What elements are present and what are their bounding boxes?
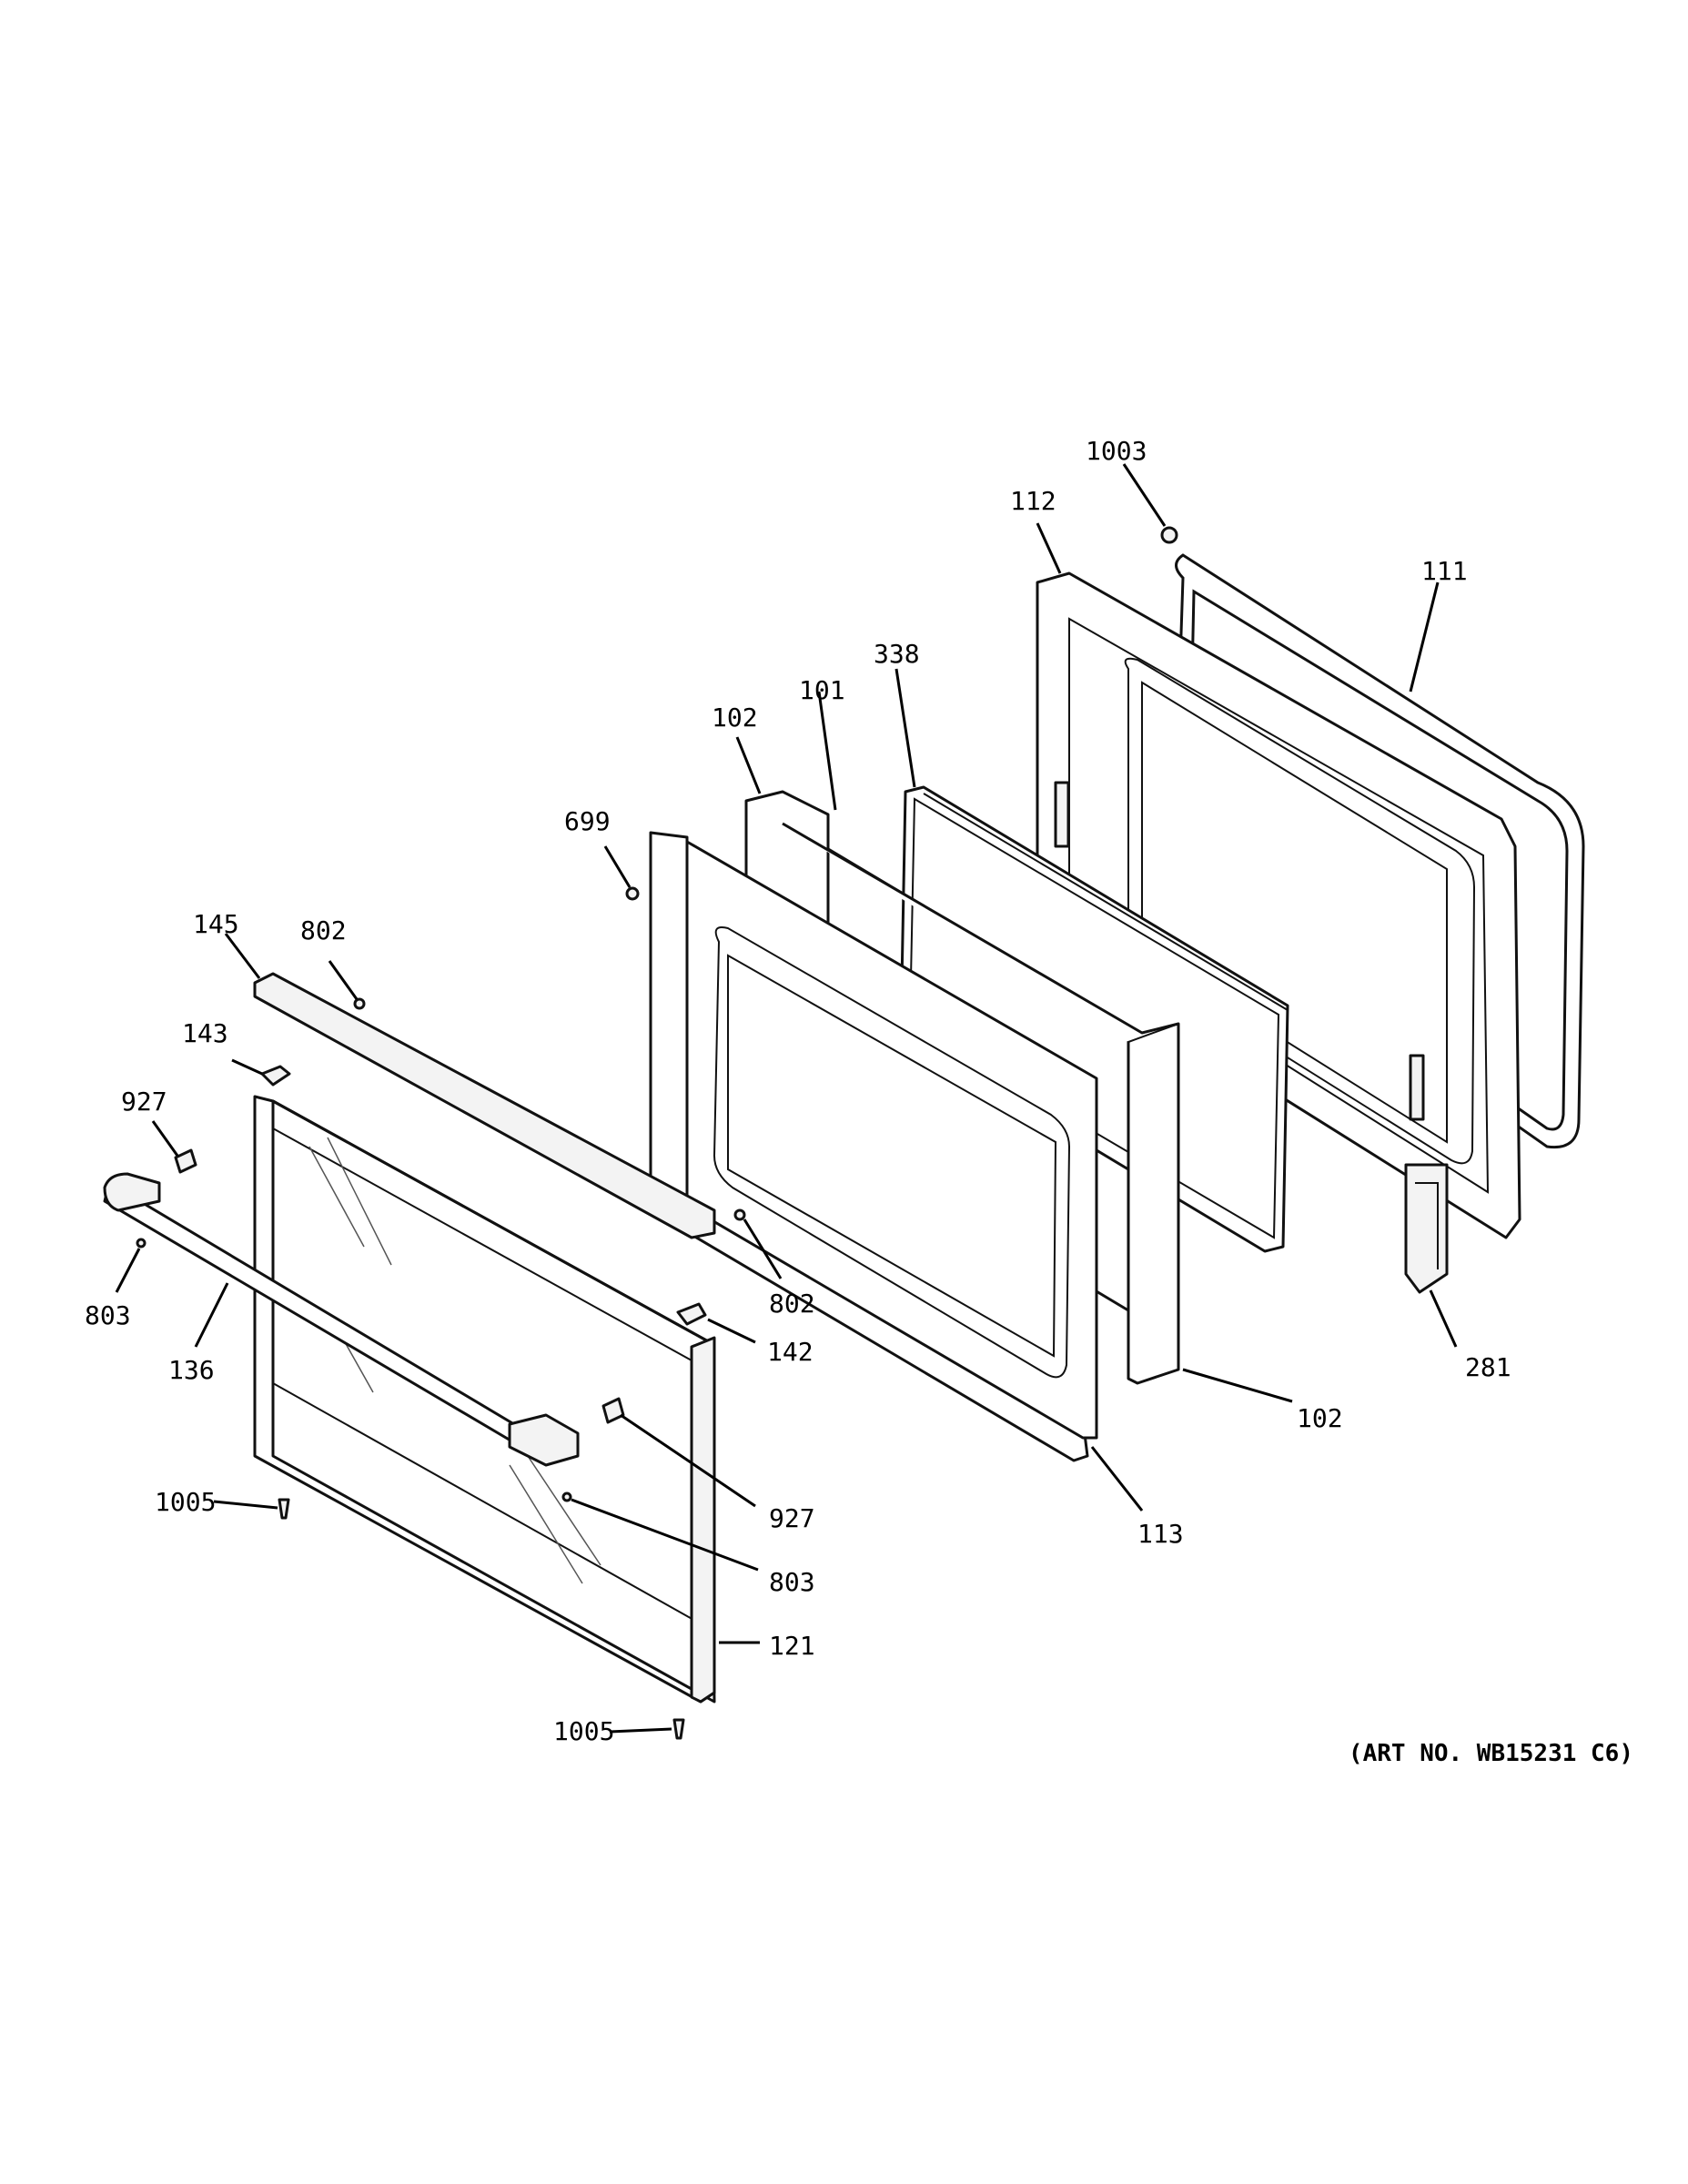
callout-145: 145: [193, 909, 239, 939]
part-113-door-liner: [649, 831, 1098, 1462]
callout-121: 121: [769, 1631, 815, 1661]
callout-802-mid: 802: [769, 1289, 815, 1319]
part-145-top-trim: [253, 972, 716, 1239]
callout-143: 143: [182, 1018, 228, 1048]
callout-112: 112: [1010, 486, 1056, 516]
part-803-plug-right: [561, 1491, 572, 1502]
callout-142: 142: [767, 1337, 814, 1367]
callout-927-left: 927: [121, 1087, 167, 1117]
part-121-outer-door: [253, 1095, 716, 1704]
part-927-bumper-left: [174, 1148, 197, 1174]
art-number: (ART NO. WB15231 C6): [1349, 1740, 1633, 1767]
callout-136: 136: [168, 1355, 215, 1385]
part-927-bumper-right: [601, 1397, 625, 1424]
part-802-screw-mid: [733, 1208, 746, 1221]
callout-699: 699: [564, 806, 611, 836]
callout-1003: 1003: [1086, 436, 1147, 466]
callout-338: 338: [874, 639, 920, 669]
callout-111: 111: [1421, 556, 1468, 586]
callout-802-top: 802: [300, 915, 347, 945]
callout-102-top: 102: [712, 703, 758, 733]
part-803-plug-left: [136, 1238, 147, 1249]
part-699-screw: [625, 886, 640, 901]
callout-113: 113: [1137, 1519, 1184, 1549]
callout-803-left: 803: [85, 1300, 131, 1330]
callout-101: 101: [799, 675, 845, 705]
part-1005-screw-bottom: [672, 1718, 685, 1740]
callout-1005-bottom: 1005: [553, 1716, 614, 1746]
callout-927-right: 927: [769, 1503, 815, 1533]
part-112-inner-frame: [1036, 571, 1521, 1294]
part-143-bracket: [260, 1065, 291, 1087]
callout-102-bottom: 102: [1297, 1403, 1343, 1433]
part-136-handle: [103, 1172, 580, 1467]
part-142-bracket: [676, 1302, 707, 1326]
callout-803-right: 803: [769, 1567, 815, 1597]
part-1005-screw-left: [278, 1498, 290, 1520]
leader-lines: [115, 463, 1458, 1734]
callout-1005-left: 1005: [155, 1487, 216, 1517]
part-802-screw-top: [353, 997, 366, 1010]
part-1003-screw: [1160, 526, 1178, 544]
callout-281: 281: [1465, 1352, 1511, 1382]
